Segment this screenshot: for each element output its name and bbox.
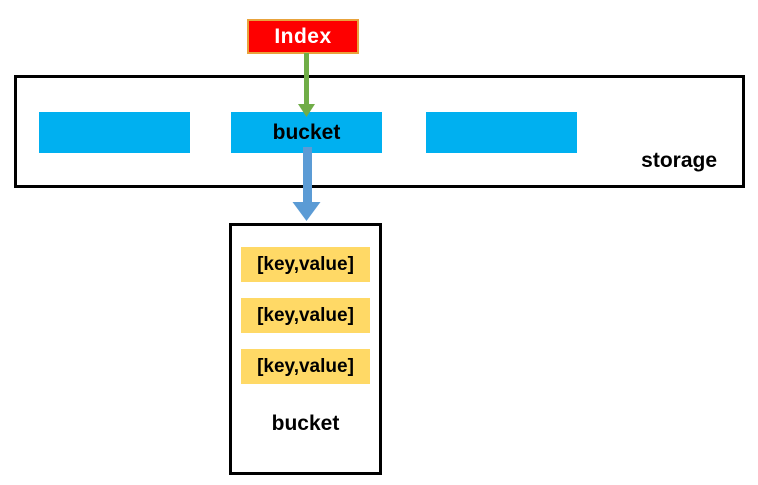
storage-cell-label: bucket [272, 120, 341, 144]
key-value-label: [key,value] [257, 304, 354, 326]
storage-cell [426, 112, 577, 153]
bucket-detail-label: bucket [271, 412, 340, 435]
index-box: Index [247, 19, 359, 54]
key-value-label: [key,value] [257, 253, 354, 275]
index-label: Index [274, 24, 332, 48]
bucket-detail-box: [key,value] [key,value] [key,value] buck… [229, 223, 382, 475]
key-value-entry: [key,value] [241, 247, 370, 282]
storage-cell [39, 112, 190, 153]
key-value-entry: [key,value] [241, 298, 370, 333]
storage-cell-bucket: bucket [231, 112, 382, 153]
key-value-label: [key,value] [257, 355, 354, 377]
key-value-entry: [key,value] [241, 349, 370, 384]
storage-label: storage [641, 149, 717, 172]
